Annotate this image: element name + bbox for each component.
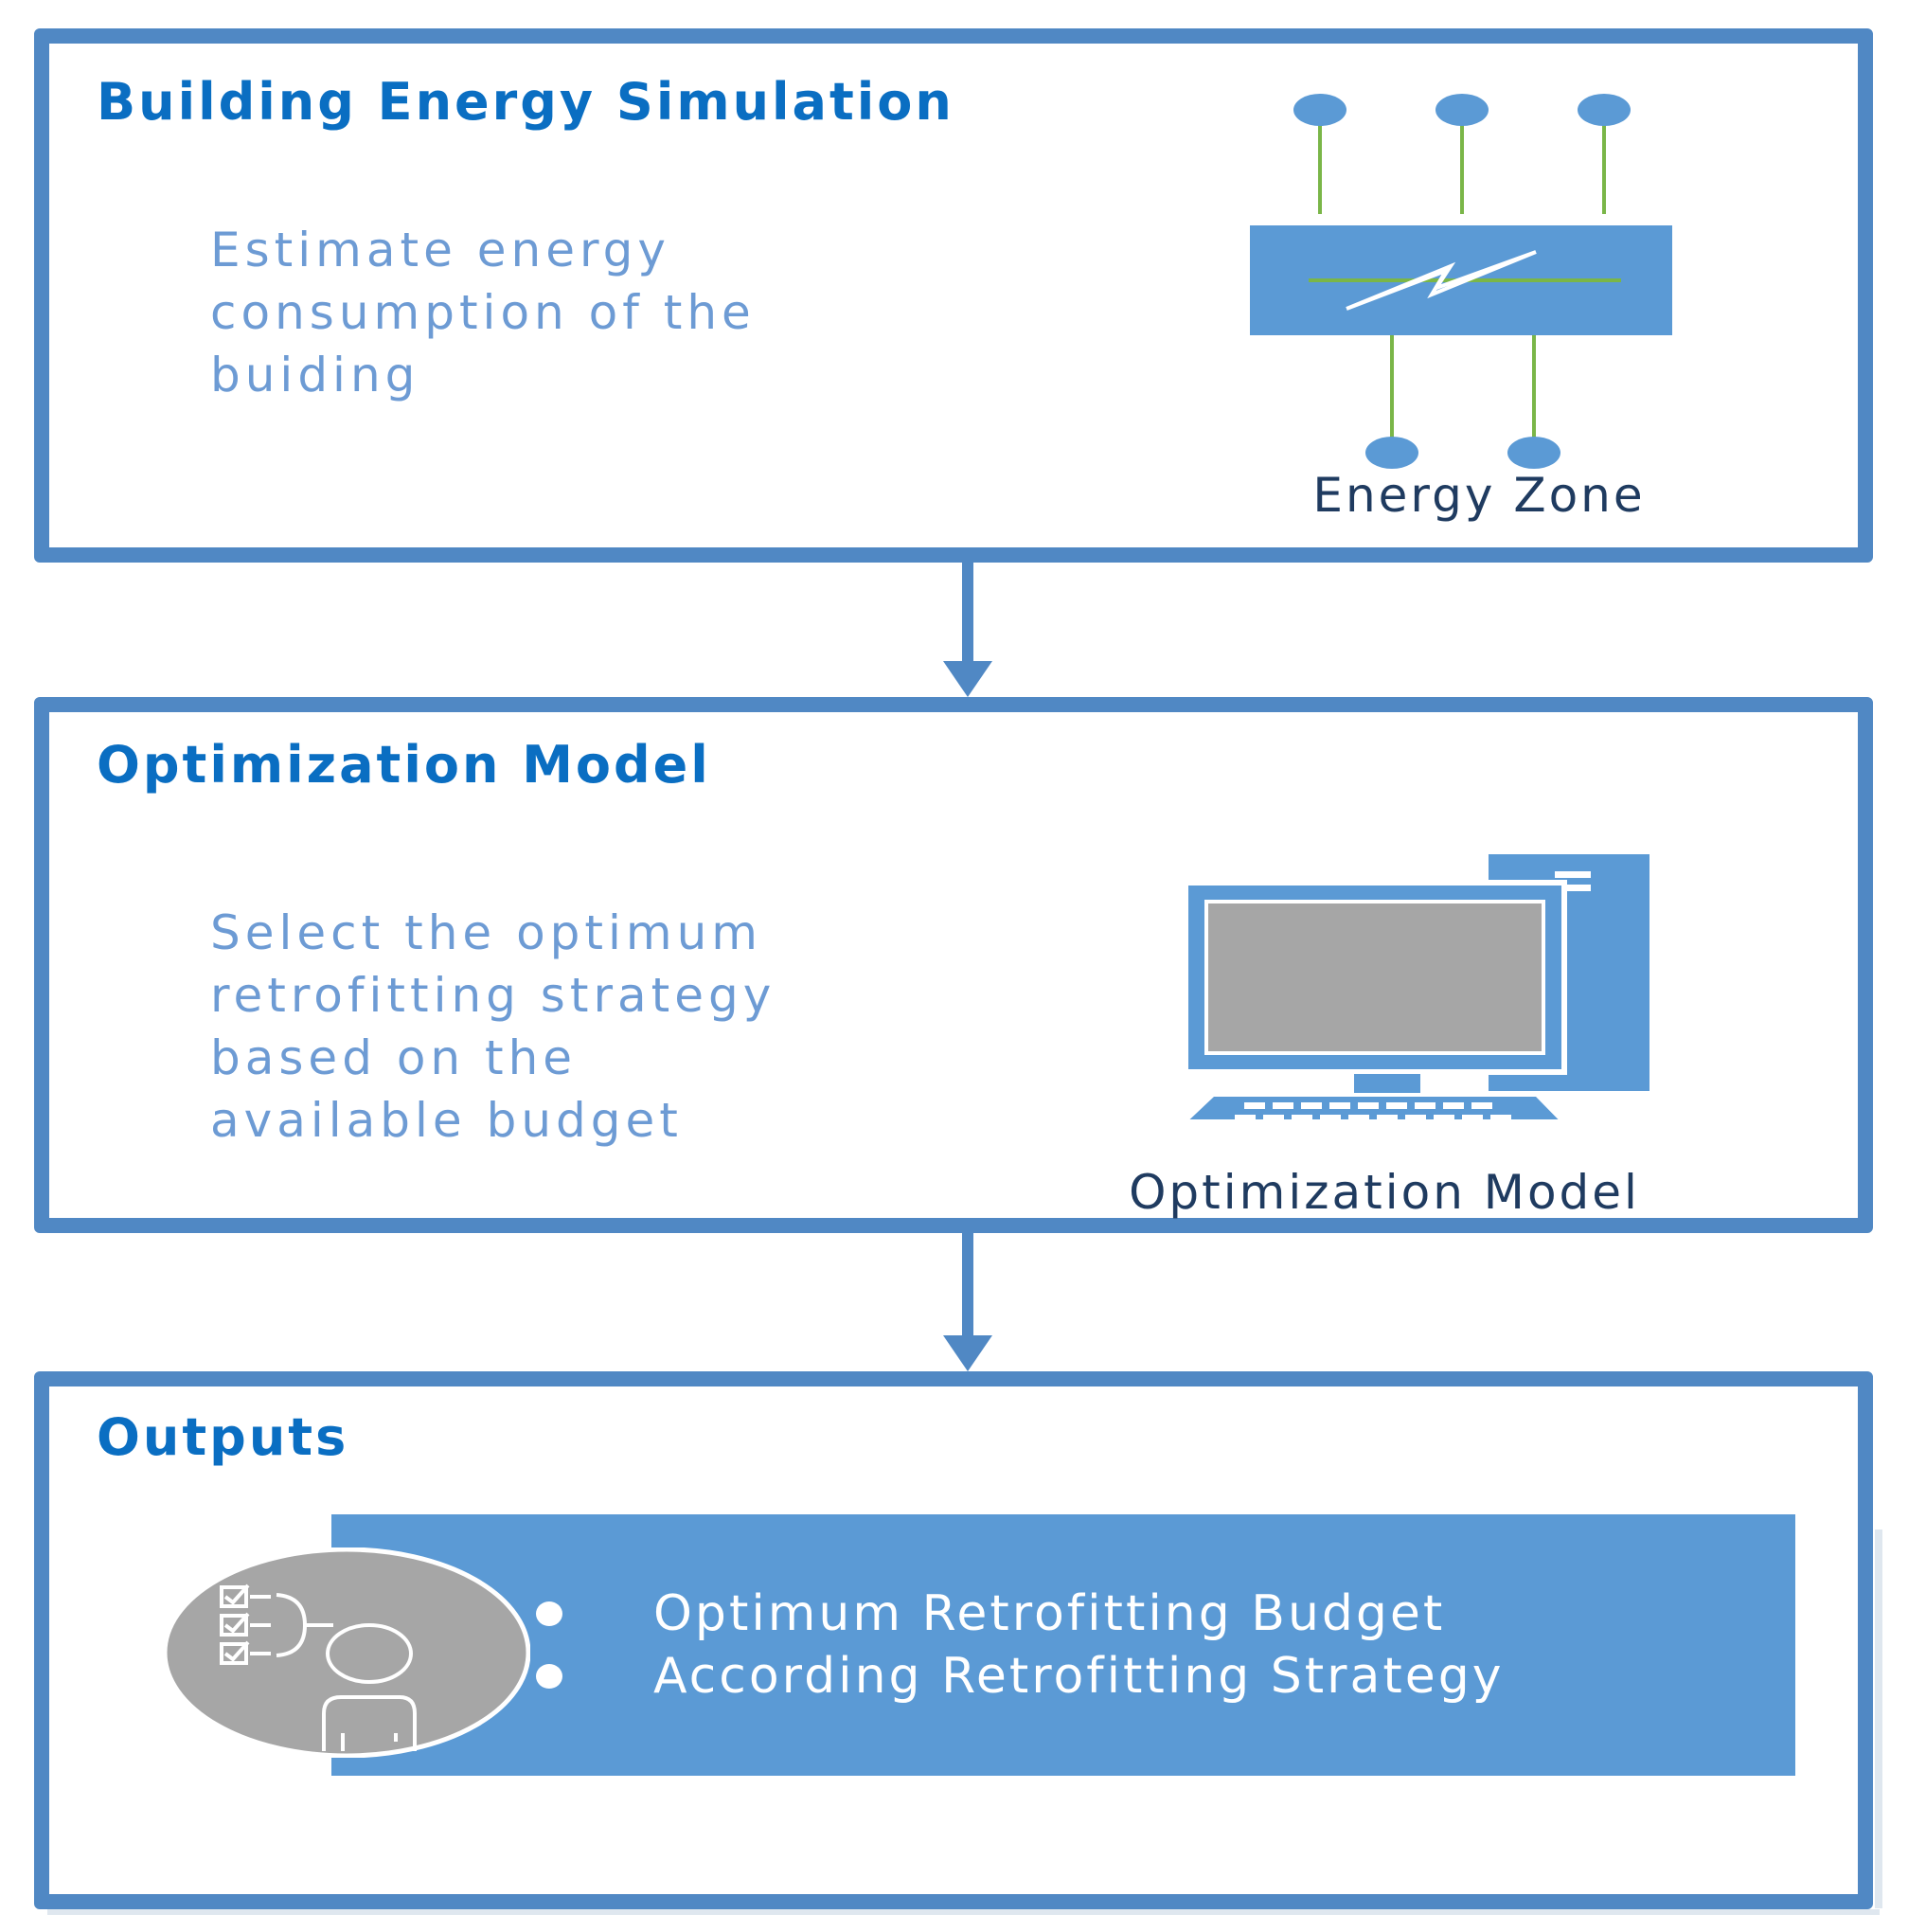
panel-title: Outputs — [97, 1407, 349, 1467]
panel-title: Optimization Model — [97, 735, 711, 795]
outputs-panel: Outputs Optimum Retrofitting Budget Acco… — [34, 1371, 1873, 1909]
building-energy-simulation-panel: Building Energy Simulation Estimate ener… — [34, 28, 1873, 563]
bullet-icon — [536, 1601, 562, 1626]
output-item: According Retrofitting Strategy — [536, 1645, 1505, 1708]
energy-zone-icon — [1250, 94, 1672, 469]
icon-caption: Optimization Model — [1129, 1165, 1640, 1220]
output-item: Optimum Retrofitting Budget — [536, 1583, 1505, 1645]
panel-shadow — [47, 1909, 1880, 1915]
panel-title: Building Energy Simulation — [97, 72, 954, 132]
bullet-icon — [536, 1664, 562, 1689]
computer-icon — [1183, 854, 1649, 1119]
panel-shadow — [1875, 1530, 1882, 1908]
flow-arrow — [943, 563, 992, 697]
user-checklist-icon — [163, 1547, 530, 1758]
icon-caption: Energy Zone — [1312, 468, 1646, 523]
flow-arrow — [943, 1233, 992, 1371]
panel-description: Estimate energy consumption of the buidi… — [210, 223, 756, 402]
optimization-model-panel: Optimization Model Select the optimum re… — [34, 697, 1873, 1233]
panel-description: Select the optimum retrofitting strategy… — [210, 905, 776, 1148]
outputs-box: Optimum Retrofitting Budget According Re… — [331, 1514, 1795, 1776]
outputs-list: Optimum Retrofitting Budget According Re… — [536, 1583, 1505, 1708]
